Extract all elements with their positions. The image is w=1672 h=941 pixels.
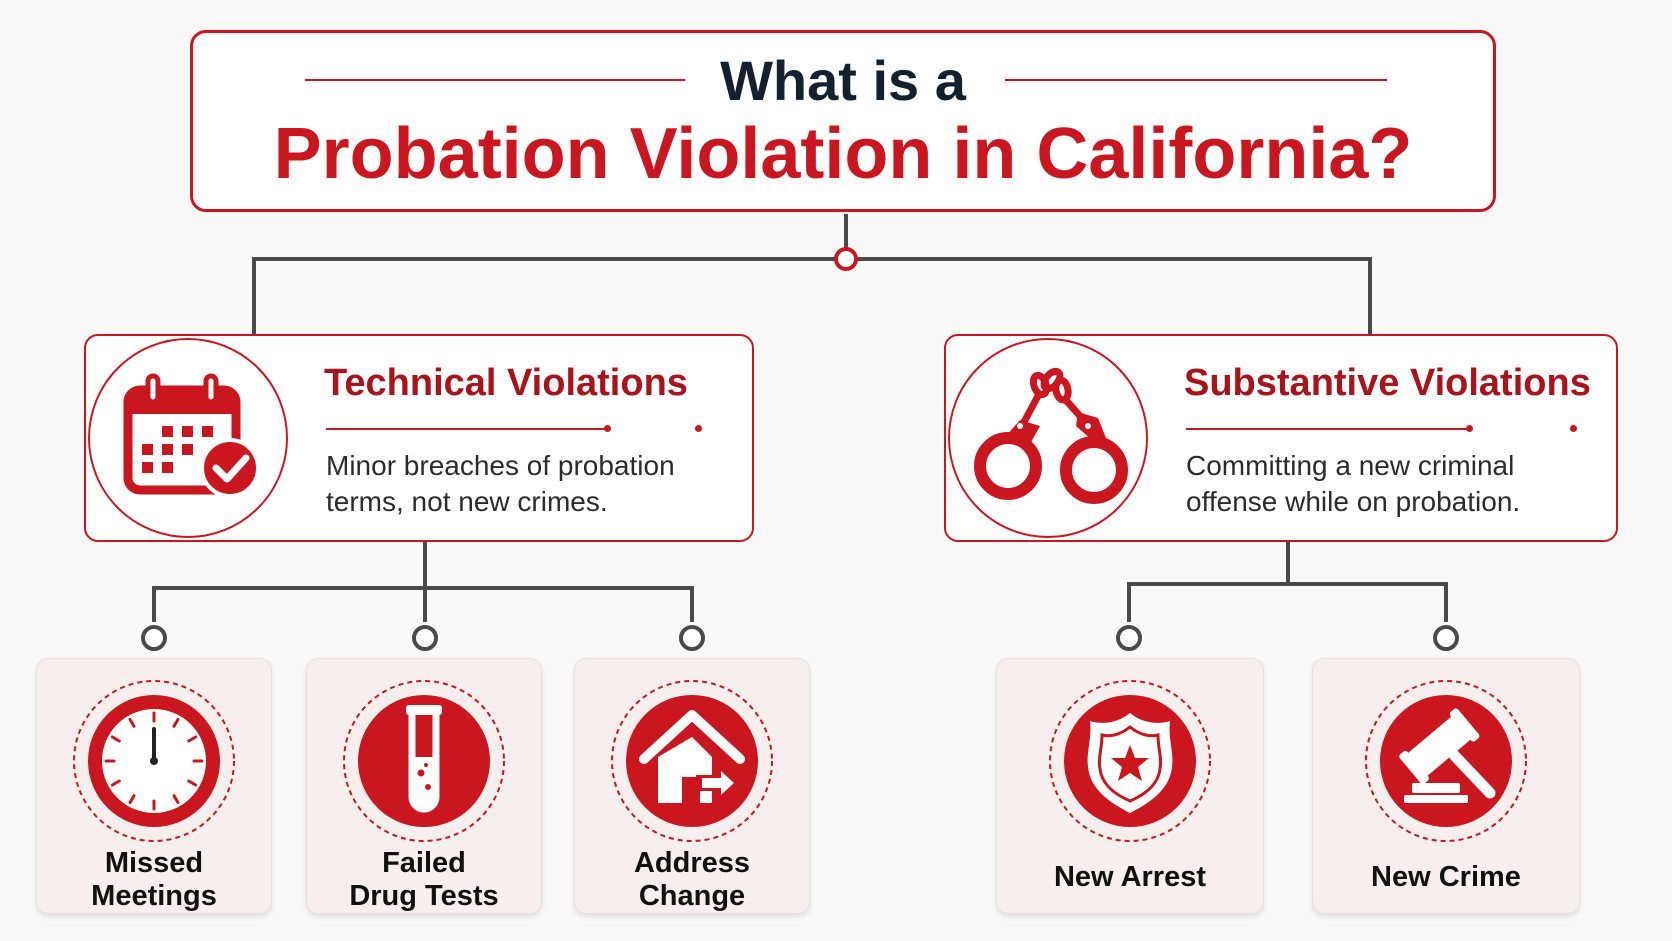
address-change-label: Address Change bbox=[633, 847, 751, 912]
missed-meetings-card: Missed Meetings bbox=[36, 658, 272, 914]
junction-node bbox=[1433, 625, 1459, 651]
technical-rule-dot bbox=[604, 425, 611, 432]
handcuffs-icon bbox=[974, 367, 1128, 504]
new-arrest-label: New Arrest bbox=[1053, 861, 1207, 893]
technical-rule bbox=[326, 428, 606, 430]
junction-node bbox=[679, 625, 705, 651]
title-line-1: What is a bbox=[720, 49, 966, 112]
new-crime-label: New Crime bbox=[1371, 861, 1521, 893]
new-crime-card: New Crime bbox=[1312, 658, 1580, 914]
house-arrow-icon bbox=[611, 680, 773, 842]
junction-node bbox=[1116, 625, 1142, 651]
title-line-2: Probation Violation in California? bbox=[273, 114, 1413, 194]
junction-node bbox=[834, 247, 858, 271]
title-box: What is a Probation Violation in Califor… bbox=[190, 30, 1496, 212]
junction-node bbox=[412, 625, 438, 651]
gavel-icon bbox=[1365, 680, 1527, 842]
title-rule-left bbox=[305, 79, 685, 81]
technical-rule-dot bbox=[695, 425, 702, 432]
substantive-violations-title: Substantive Violations bbox=[1184, 362, 1591, 404]
failed-drug-tests-label: Failed Drug Tests bbox=[349, 847, 499, 912]
missed-meetings-label: Missed Meetings bbox=[91, 847, 217, 912]
technical-violations-description: Minor breaches of probation terms, not n… bbox=[326, 450, 675, 517]
substantive-rule bbox=[1186, 428, 1468, 430]
police-badge-icon bbox=[1049, 680, 1211, 842]
clock-icon bbox=[73, 680, 235, 842]
new-arrest-card: New Arrest bbox=[996, 658, 1264, 914]
calendar-check-icon bbox=[123, 373, 260, 498]
substantive-rule-dot bbox=[1466, 425, 1473, 432]
technical-violations-title: Technical Violations bbox=[324, 362, 688, 404]
substantive-violations-box: Substantive Violations Committing a new … bbox=[944, 334, 1618, 542]
substantive-rule-dot bbox=[1570, 425, 1577, 432]
address-change-card: Address Change bbox=[574, 658, 810, 914]
substantive-icon-circle bbox=[948, 338, 1148, 538]
failed-drug-tests-card: Failed Drug Tests bbox=[306, 658, 542, 914]
substantive-violations-description: Committing a new criminal offense while … bbox=[1186, 450, 1521, 517]
technical-icon-circle bbox=[88, 338, 288, 538]
junction-node bbox=[141, 625, 167, 651]
title-rule-right bbox=[1005, 79, 1387, 81]
test-tube-icon bbox=[343, 680, 505, 842]
technical-violations-box: Technical Violations Minor breaches of p… bbox=[84, 334, 754, 542]
